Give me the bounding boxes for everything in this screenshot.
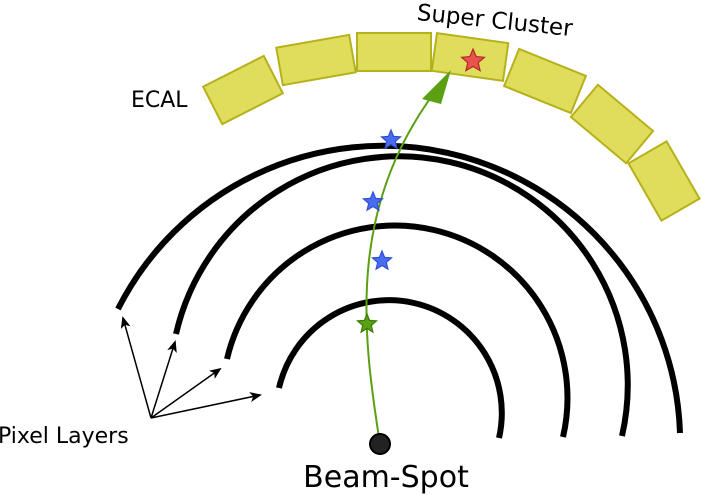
pointer-arrow — [150, 340, 177, 419]
pixel-hit-star-icon — [371, 249, 393, 271]
beam-spot-dot-icon — [369, 433, 391, 455]
track-arrowhead — [422, 70, 451, 104]
ecal-blocks — [201, 32, 701, 222]
pixel-layers — [115, 142, 683, 439]
pixel-hit-star-icon — [362, 190, 384, 212]
pixel-layer-3 — [173, 153, 631, 437]
ecal-crystal — [275, 33, 357, 87]
pixel-hit-star-icon — [380, 128, 402, 150]
ecal-crystal — [627, 140, 701, 222]
pointer-arrow — [150, 392, 262, 419]
pointer-arrow — [120, 316, 152, 419]
ecal-crystal — [201, 54, 285, 126]
pixel-layer-4 — [115, 142, 683, 434]
pixel-layer-1 — [276, 297, 505, 439]
cluster-hit-star-icon — [460, 47, 486, 72]
ecal-crystal — [356, 32, 432, 72]
ecal-crystal — [569, 83, 655, 165]
pixel-layers-label: Pixel Layers — [0, 424, 129, 449]
beam-spot-label: Beam-Spot — [303, 460, 469, 495]
ecal-crystal — [502, 47, 588, 115]
pointer-arrow — [150, 367, 222, 419]
ecal-label: ECAL — [131, 88, 188, 113]
hits — [356, 47, 486, 334]
track-curve — [365, 74, 449, 445]
pixel-layer-pointers — [120, 316, 262, 419]
pixel-layer-2 — [224, 222, 571, 438]
pixel-hit-star-icon — [356, 312, 378, 334]
